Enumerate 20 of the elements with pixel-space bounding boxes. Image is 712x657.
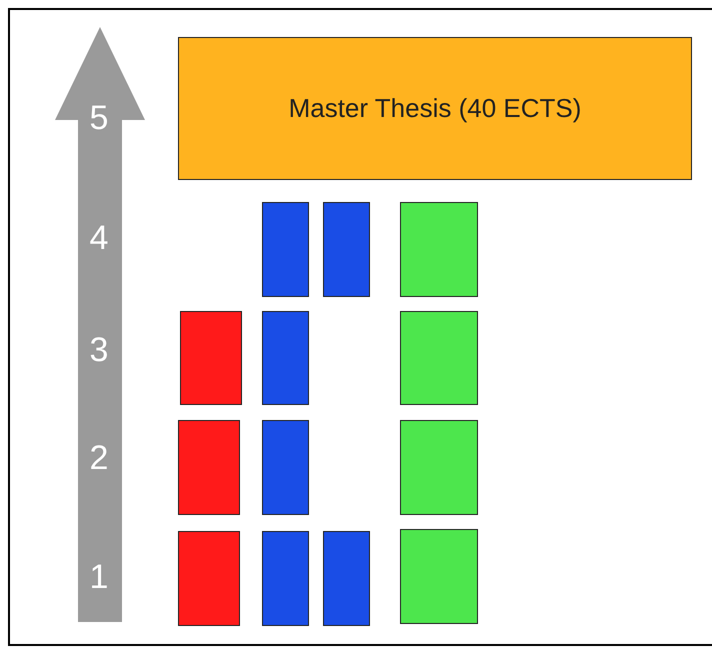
course-block	[323, 531, 370, 626]
course-block	[400, 311, 478, 405]
year-number: 2	[88, 438, 110, 478]
course-block	[262, 531, 309, 626]
course-block	[262, 311, 309, 405]
course-block	[400, 202, 478, 297]
course-block	[262, 420, 309, 515]
course-block	[178, 420, 240, 515]
year-number: 4	[88, 218, 110, 258]
year-number: 5	[88, 98, 110, 138]
course-block	[262, 202, 309, 297]
course-block	[400, 420, 478, 515]
course-block	[323, 202, 370, 297]
course-box	[178, 37, 692, 180]
year-number: 3	[88, 330, 110, 370]
course-block	[400, 529, 478, 624]
course-title: Master Thesis (40 ECTS)	[288, 93, 582, 124]
course-block	[178, 531, 240, 626]
year-number: 1	[88, 557, 110, 597]
course-block	[180, 311, 242, 405]
